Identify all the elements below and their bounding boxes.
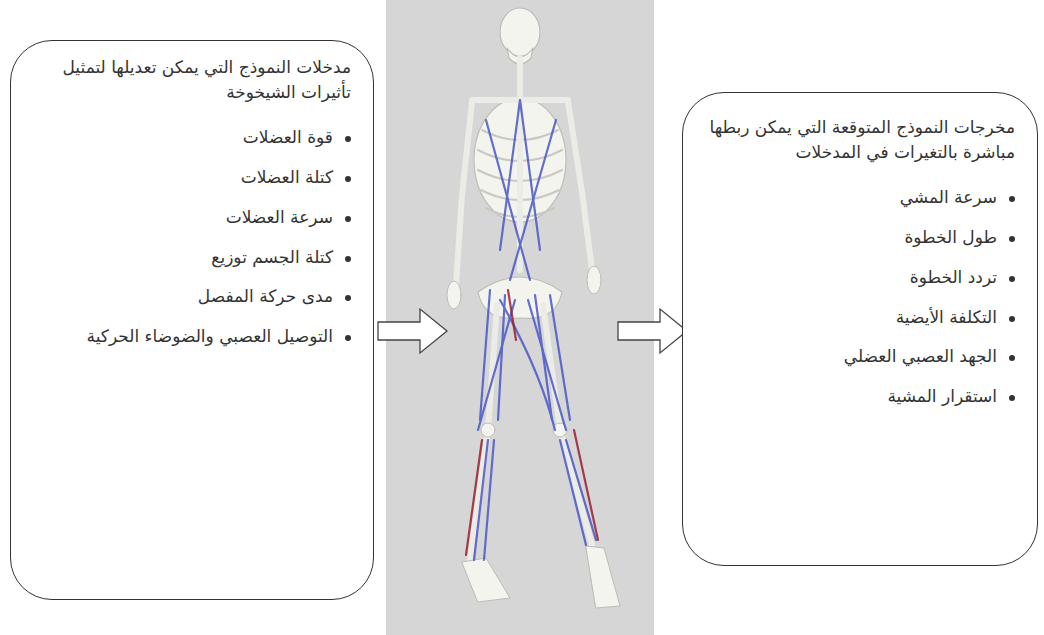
bullet-item: سرعة المشي: [705, 186, 1015, 210]
flow-arrow: [618, 309, 687, 353]
bullet-text: التوصيل العصبي والضوضاء الحركية: [87, 325, 333, 349]
bullet-dot: [345, 136, 351, 142]
box-heading: مخرجات النموذج المتوقعة التي يمكن ربطها …: [705, 115, 1015, 164]
input-output-box: مدخلات النموذج التي يمكن تعديلها لتمثيل …: [10, 40, 374, 600]
bullet-dot: [345, 176, 351, 182]
bullet-dot: [1009, 276, 1015, 282]
bullet-item: التكلفة الأيضية: [705, 306, 1015, 330]
bullet-dot: [1009, 236, 1015, 242]
bullet-text: سرعة المشي: [900, 186, 997, 210]
bullet-item: استقرار المشية: [705, 385, 1015, 409]
bullet-dot: [345, 216, 351, 222]
bullet-item: سرعة العضلات: [33, 206, 351, 230]
bullet-text: كتلة العضلات: [241, 166, 333, 190]
bullet-item: مدى حركة المفصل: [33, 285, 351, 309]
bullet-item: قوة العضلات: [33, 126, 351, 150]
bullet-text: مدى حركة المفصل: [198, 285, 333, 309]
bullet-text: استقرار المشية: [887, 385, 997, 409]
bullet-dot: [1009, 196, 1015, 202]
bullet-text: سرعة العضلات: [226, 206, 333, 230]
bullet-text: طول الخطوة: [904, 226, 997, 250]
bullet-item: كتلة العضلات: [33, 166, 351, 190]
bullet-dot: [1009, 395, 1015, 401]
bullet-text: كتلة الجسم توزيع: [211, 246, 333, 270]
box-heading: مدخلات النموذج التي يمكن تعديلها لتمثيل …: [33, 55, 351, 104]
flow-arrow: [378, 309, 447, 353]
bullet-item: الجهد العصبي العضلي: [705, 345, 1015, 369]
bullet-dot: [345, 256, 351, 262]
bullet-item: تردد الخطوة: [705, 266, 1015, 290]
bullet-text: التكلفة الأيضية: [896, 306, 997, 330]
bullet-dot: [1009, 355, 1015, 361]
bullet-item: كتلة الجسم توزيع: [33, 246, 351, 270]
bullet-item: طول الخطوة: [705, 226, 1015, 250]
bullet-text: قوة العضلات: [243, 126, 333, 150]
bullet-text: تردد الخطوة: [910, 266, 997, 290]
input-output-box: مخرجات النموذج المتوقعة التي يمكن ربطها …: [682, 92, 1038, 566]
bullet-text: الجهد العصبي العضلي: [844, 345, 997, 369]
bullet-dot: [345, 295, 351, 301]
skeleton-figure: [447, 8, 620, 608]
bullet-dot: [345, 335, 351, 341]
bullet-dot: [1009, 316, 1015, 322]
bullet-item: التوصيل العصبي والضوضاء الحركية: [33, 325, 351, 349]
